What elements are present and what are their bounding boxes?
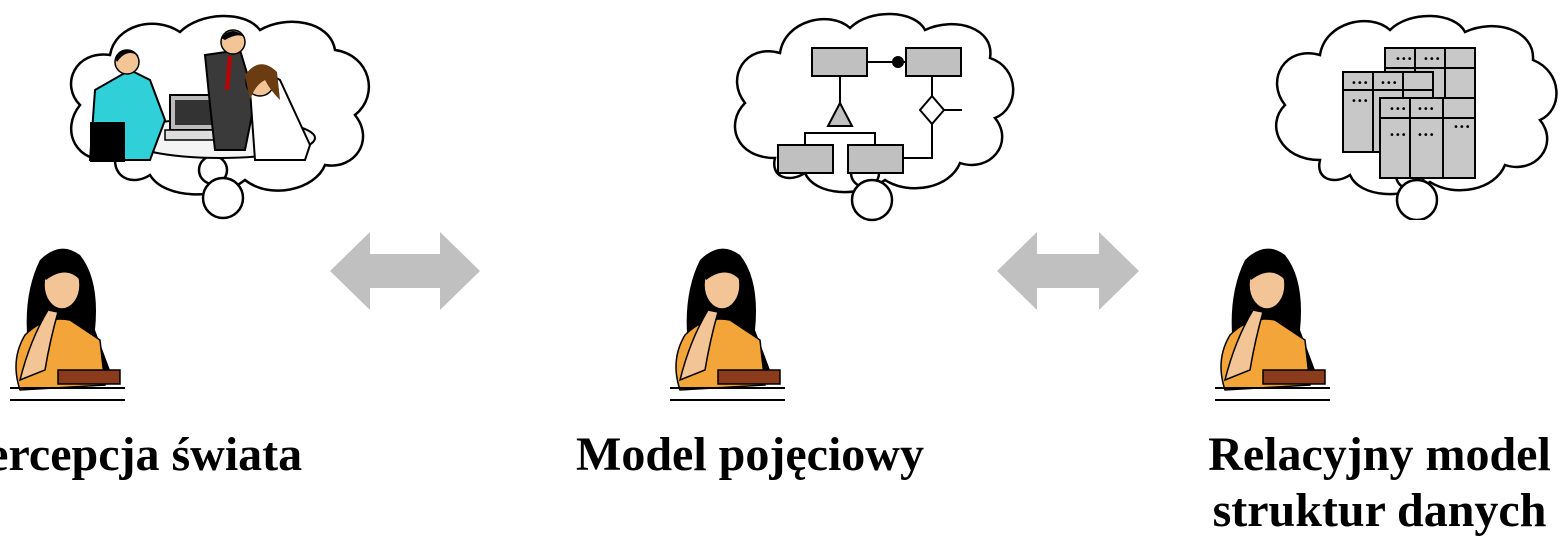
svg-text:•••: ••• xyxy=(1389,104,1407,115)
entity-relationship-diagram-icon xyxy=(777,47,962,174)
svg-text:•••: ••• xyxy=(1395,54,1413,65)
caption-line: struktur danych xyxy=(1212,484,1547,537)
svg-text:•••: ••• xyxy=(1351,96,1369,107)
thought-cloud-3: ••• ••• ••• ••• ••• ••• ••• ••• ••• ••• xyxy=(1274,14,1558,220)
double-arrow-icon xyxy=(330,232,480,310)
thinking-woman-icon-2 xyxy=(670,248,785,401)
svg-text:•••: ••• xyxy=(1453,122,1471,133)
svg-text:•••: ••• xyxy=(1380,78,1398,89)
caption-line: Model pojęciowy xyxy=(576,428,924,481)
caption-line: Relacyjny model xyxy=(1208,428,1551,481)
double-arrow-icon xyxy=(997,232,1139,310)
svg-text:•••: ••• xyxy=(1351,78,1369,89)
thought-cloud-2 xyxy=(733,12,1015,222)
svg-text:•••: ••• xyxy=(1417,130,1435,141)
caption-perception: Percepcja świata xyxy=(0,427,305,483)
caption-line: Percepcja świata xyxy=(0,428,303,481)
caption-conceptual-model: Model pojęciowy xyxy=(540,427,960,483)
table-dots-icon: ••• ••• ••• ••• ••• ••• ••• ••• ••• ••• xyxy=(1351,54,1471,141)
svg-text:•••: ••• xyxy=(1423,54,1441,65)
people-at-computer-icon xyxy=(88,29,316,162)
svg-text:•••: ••• xyxy=(1389,130,1407,141)
thinking-woman-icon-1 xyxy=(10,248,125,401)
relational-tables-icon xyxy=(1342,47,1476,179)
thought-cloud-1 xyxy=(69,14,371,220)
caption-relational-model: Relacyjny model struktur danych xyxy=(1195,427,1564,539)
thinking-woman-icon-3 xyxy=(1215,248,1330,401)
svg-text:•••: ••• xyxy=(1417,104,1435,115)
